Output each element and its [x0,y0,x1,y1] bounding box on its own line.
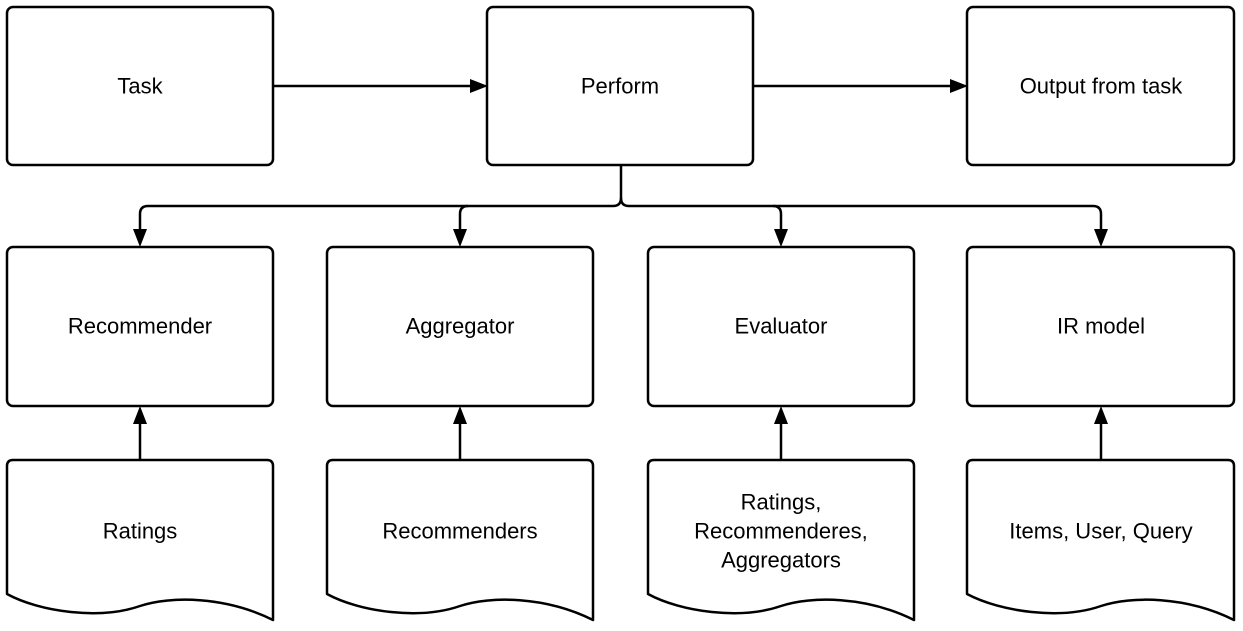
evaluator-box: Evaluator [646,245,916,408]
evaluator-input-line-3: Aggregators [721,548,841,573]
ir-model-box: IR model [965,245,1236,408]
evaluator-label: Evaluator [735,314,828,339]
ratings-document: Ratings [5,458,275,622]
aggregator-box: Aggregator [325,245,595,408]
arrowhead-evaluator [774,229,788,247]
aggregator-label: Aggregator [406,314,515,339]
arrowhead-up-aggregator [453,406,467,424]
connectors [133,79,1108,460]
evaluator-inputs-document: Ratings, Recommenderes, Aggregators [646,458,916,622]
arrowhead-perform [470,79,488,93]
branch-to-aggregator [458,204,469,231]
ir-model-label: IR model [1057,314,1145,339]
arrowhead-recommender [133,229,147,247]
branch-right [619,197,1103,231]
perform-label: Perform [581,74,659,99]
items-user-query-document: Items, User, Query [965,458,1236,622]
task-label: Task [117,74,163,99]
recommenders-label: Recommenders [382,519,537,544]
arrowhead-aggregator [453,229,467,247]
recommender-box: Recommender [5,245,275,408]
arrowhead-up-evaluator [774,406,788,424]
recommender-label: Recommender [68,314,212,339]
ratings-label: Ratings [103,519,178,544]
evaluator-input-line-1: Ratings, [741,490,822,515]
output-box: Output from task [965,5,1236,167]
arrowhead-up-recommender [133,406,147,424]
items-user-query-label: Items, User, Query [1009,519,1192,544]
evaluator-input-line-2: Recommenderes, [694,519,868,544]
arrowhead-up-ir-model [1094,406,1108,424]
arrowhead-ir-model [1094,229,1108,247]
output-label: Output from task [1020,74,1184,99]
branch-to-evaluator [772,204,783,231]
recommenders-document: Recommenders [325,458,595,622]
perform-box: Perform [485,5,755,167]
task-box: Task [5,5,275,167]
arrowhead-output [950,79,968,93]
branch-trunk [138,166,623,231]
